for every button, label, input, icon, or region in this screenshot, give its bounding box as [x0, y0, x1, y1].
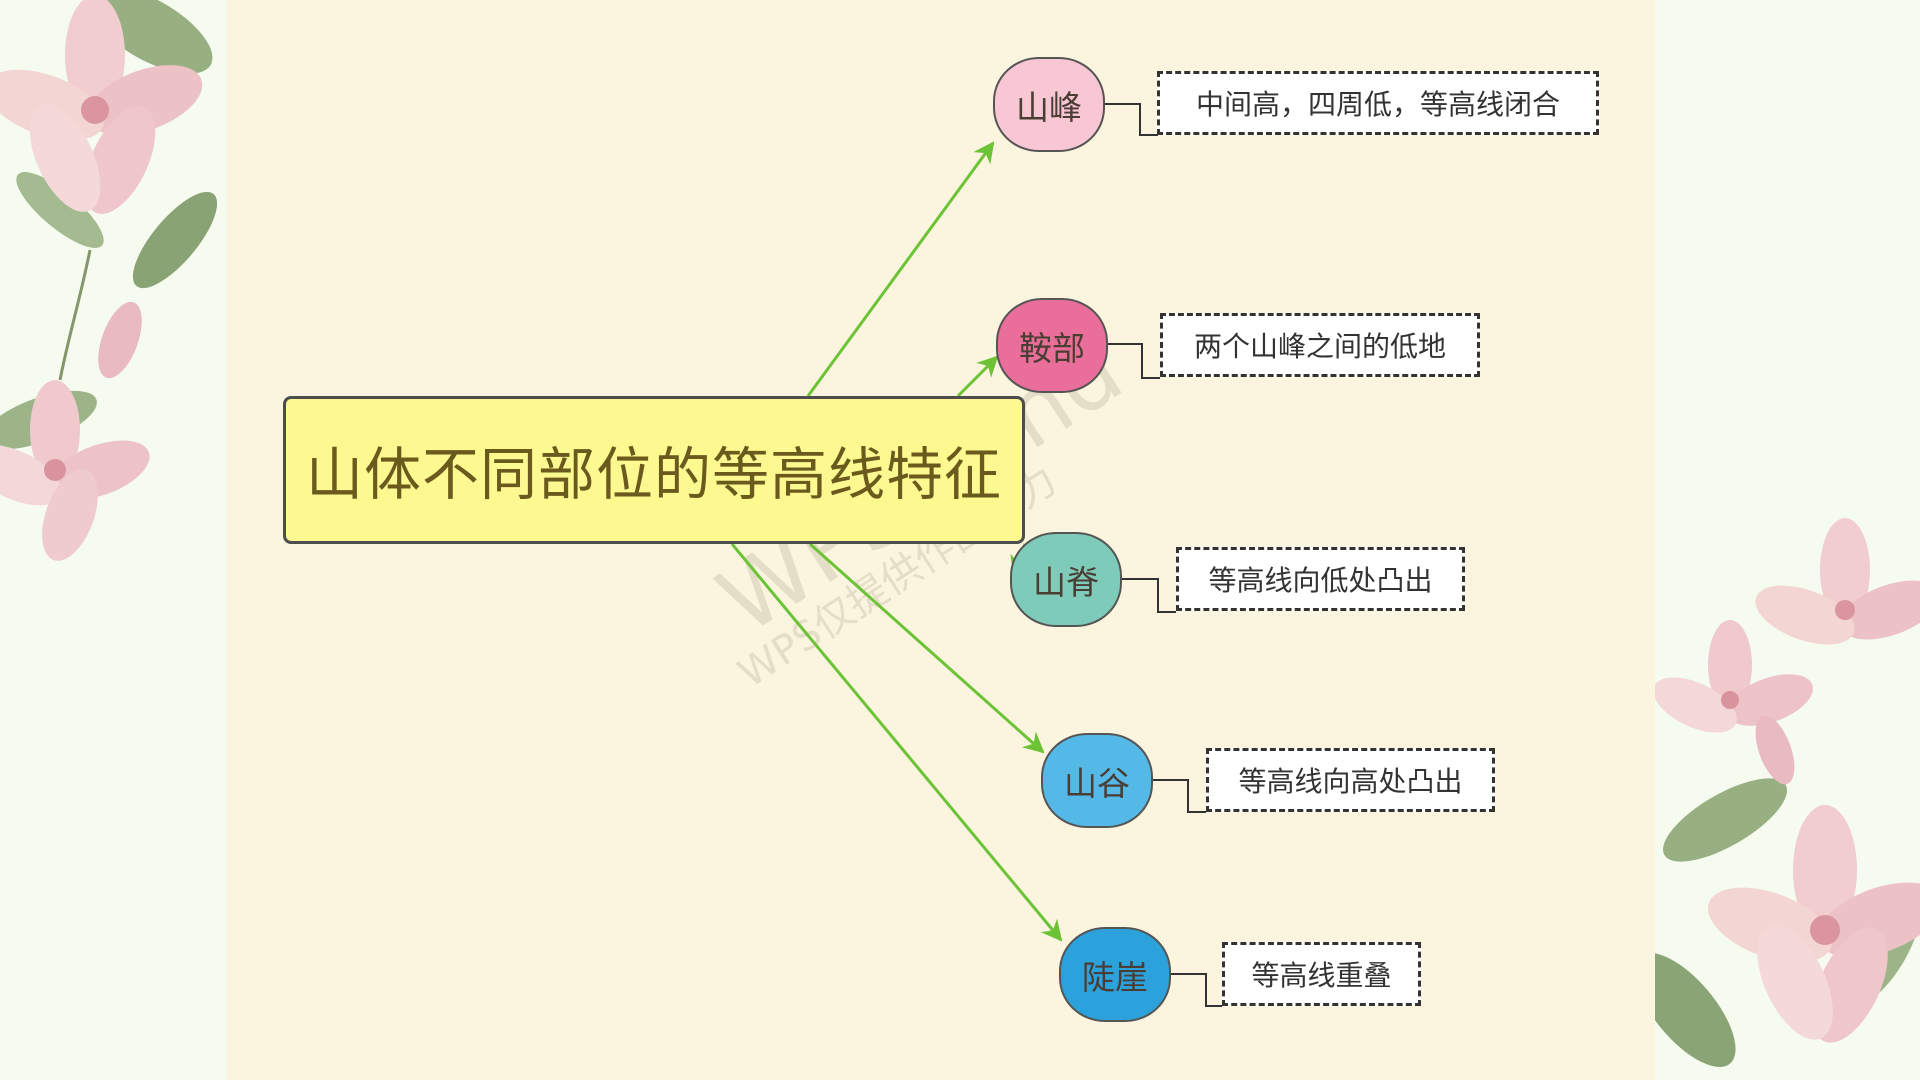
arrow-to-cliff [730, 543, 1063, 942]
branch-node-saddle[interactable]: 鞍部 [996, 298, 1108, 393]
description-saddle[interactable]: 两个山峰之间的低地 [1160, 313, 1480, 377]
description-valley[interactable]: 等高线向高处凸出 [1206, 748, 1495, 812]
branch-node-ridge[interactable]: 山脊 [1010, 532, 1122, 627]
flower-illustration-right [1655, 518, 1920, 1067]
arrow-to-peak [806, 141, 995, 397]
arrow-to-valley [809, 542, 1045, 754]
description-peak[interactable]: 中间高，四周低，等高线闭合 [1157, 71, 1599, 135]
left-floral-decoration [0, 0, 227, 1080]
connector-peak [1105, 103, 1158, 136]
branch-node-cliff[interactable]: 陡崖 [1059, 927, 1171, 1022]
connector-valley [1153, 779, 1206, 813]
description-ridge[interactable]: 等高线向低处凸出 [1176, 547, 1465, 611]
branch-node-valley[interactable]: 山谷 [1041, 733, 1153, 828]
flower-illustration-left [0, 0, 218, 561]
connector-saddle [1108, 343, 1160, 379]
branch-node-peak[interactable]: 山峰 [993, 57, 1105, 152]
central-topic[interactable]: 山体不同部位的等高线特征 [283, 396, 1025, 544]
connector-ridge [1122, 578, 1176, 613]
right-floral-decoration [1655, 0, 1920, 1080]
arrow-to-saddle [956, 355, 999, 398]
description-cliff[interactable]: 等高线重叠 [1222, 942, 1421, 1006]
connector-cliff [1170, 973, 1222, 1007]
